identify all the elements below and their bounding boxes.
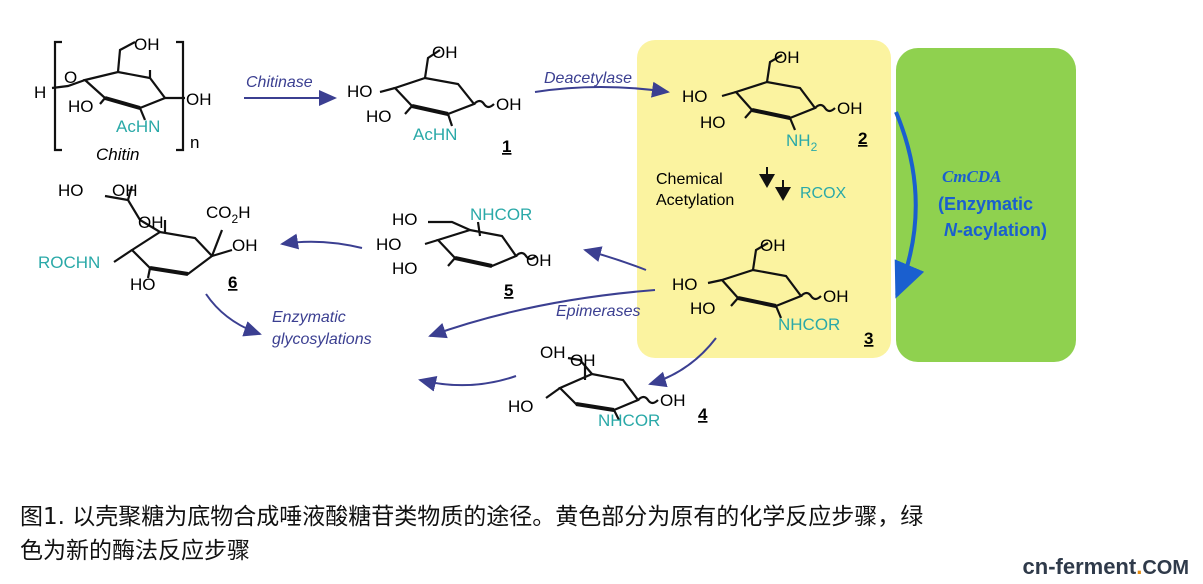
compound-1-achn: AcHN xyxy=(413,125,457,144)
compound-3-nhcor: NHCOR xyxy=(778,315,840,334)
chemical-label-2: Acetylation xyxy=(656,192,734,209)
compound-1-ho-1: HO xyxy=(347,82,373,101)
compound-2-nh2: NH2 xyxy=(786,131,818,154)
compound-4-oh-1: OH xyxy=(540,343,566,362)
compound-2-oh: OH xyxy=(837,99,863,118)
compound-1-ho-2: HO xyxy=(366,107,392,126)
cmcda-arrow xyxy=(894,111,925,299)
arrow-3-to-5 xyxy=(583,246,647,271)
chemical-region xyxy=(637,40,891,358)
compound-4-oh: OH xyxy=(660,391,686,410)
compound-3-number: 3 xyxy=(864,329,873,348)
watermark-dot: . xyxy=(1136,554,1143,579)
compound-5-structure xyxy=(424,220,537,268)
chitin-structure xyxy=(51,40,185,152)
watermark-com: COM xyxy=(1142,557,1189,579)
chitin-h: H xyxy=(34,83,46,102)
deacetylase-arrow xyxy=(534,81,670,98)
compound-4-structure xyxy=(545,356,659,421)
compound-1-oh: OH xyxy=(496,95,522,114)
compound-3-structure xyxy=(707,242,822,319)
chitin-n: n xyxy=(190,133,199,152)
compound-5-ho-1: HO xyxy=(392,210,418,229)
caption-line-2: 色为新的酶法反应步骤 xyxy=(20,538,250,564)
compound-6-rochn: ROCHN xyxy=(38,253,100,272)
cmcda-name: CmCDA xyxy=(942,167,1002,186)
compound-6-structure xyxy=(104,185,233,279)
caption-line-1: 图1. 以壳聚糖为底物合成唾液酸糖苷类物质的途径。黄色部分为原有的化学反应步骤，… xyxy=(20,504,924,530)
compound-6-oh-ring: OH xyxy=(138,213,164,232)
compound-6-ho: HO xyxy=(58,181,84,200)
chitin-oh-top: OH xyxy=(134,35,160,54)
compound-5-oh: OH xyxy=(526,251,552,270)
chitin-label: Chitin xyxy=(96,145,139,164)
epimerases-arrow xyxy=(428,289,656,339)
compound-5-nhcor: NHCOR xyxy=(470,205,532,224)
chitin-oh-right: OH xyxy=(186,90,212,109)
watermark: cn-ferment.COM xyxy=(1023,554,1189,580)
compound-2-ho-2: HO xyxy=(700,113,726,132)
compound-6-co2h: CO2H xyxy=(206,203,250,226)
chitin-achn: AcHN xyxy=(116,117,160,136)
compound-3-ho-2: HO xyxy=(690,299,716,318)
compound-4-nhcor: NHCOR xyxy=(598,411,660,430)
compound-2-number: 2 xyxy=(858,129,867,148)
compound-4-number: 4 xyxy=(698,405,708,424)
compound-5-number: 5 xyxy=(504,281,513,300)
compound-6-oh-right: OH xyxy=(232,236,258,255)
rcox-label: RCOX xyxy=(800,185,847,202)
compound-3-ho-1: HO xyxy=(672,275,698,294)
arrow-5-to-6 xyxy=(280,233,363,250)
compound-1-structure xyxy=(379,49,495,127)
compound-6-oh-top: OH xyxy=(112,181,138,200)
cmcda-line-2: (Enzymatic xyxy=(938,194,1033,214)
cmcda-line-3: N-acylation) xyxy=(944,220,1047,240)
arrow-6-to-glycosylation xyxy=(205,293,262,337)
figure-caption: 图1. 以壳聚糖为底物合成唾液酸糖苷类物质的途径。黄色部分为原有的化学反应步骤，… xyxy=(20,500,1190,568)
compound-3-oh: OH xyxy=(823,287,849,306)
arrow-4-to-glycosylation xyxy=(418,375,517,392)
chemical-label-1: Chemical xyxy=(656,171,723,188)
epimerases-label: Epimerases xyxy=(556,303,640,320)
compound-2-ho-1: HO xyxy=(682,87,708,106)
compound-6-ho-bottom: HO xyxy=(130,275,156,294)
chitin-ho: HO xyxy=(68,97,94,116)
compound-6-number: 6 xyxy=(228,273,237,292)
arrow-3-to-4 xyxy=(648,337,717,388)
compound-5-ho-2: HO xyxy=(376,235,402,254)
deacetylase-label: Deacetylase xyxy=(544,70,632,87)
chitin-o: O xyxy=(64,68,77,87)
compound-3-oh-top: OH xyxy=(760,236,786,255)
compound-4-ho: HO xyxy=(508,397,534,416)
enzymatic-region xyxy=(896,48,1076,362)
compound-5-ho-3: HO xyxy=(392,259,418,278)
compound-2-oh-top: OH xyxy=(774,48,800,67)
watermark-name: cn-ferment xyxy=(1022,554,1137,579)
chitinase-label: Chitinase xyxy=(246,74,313,91)
compound-1-oh-top: OH xyxy=(432,43,458,62)
enzymatic-label-2: glycosylations xyxy=(272,331,372,348)
compound-4-oh-2: OH xyxy=(570,351,596,370)
compound-1-number: 1 xyxy=(502,137,511,156)
enzymatic-label-1: Enzymatic xyxy=(272,309,346,326)
compound-2-structure xyxy=(721,54,836,131)
